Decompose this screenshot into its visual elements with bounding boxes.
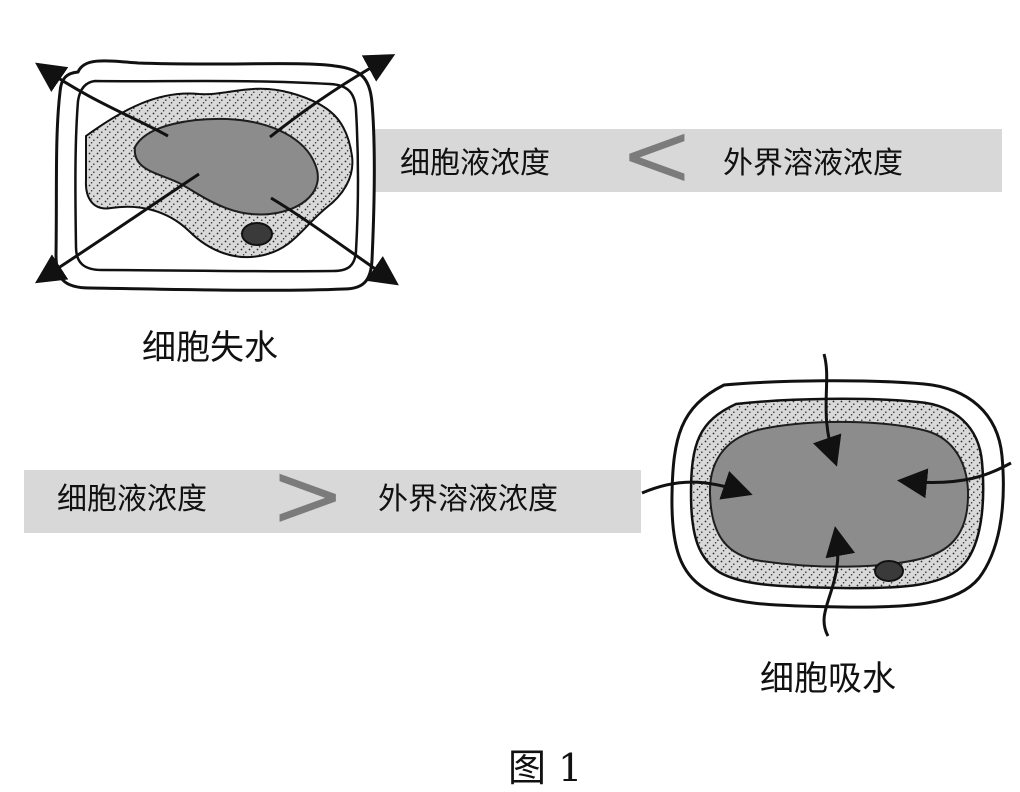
dehydrating-water-arrow-top-left [35,62,169,138]
top-comparison-symbol: < [620,103,694,206]
bottom-comparison-band: 细胞液浓度 > 外界溶液浓度 [24,443,641,548]
top-comparison-background [373,129,1002,192]
hydrating-water-arrow-top [812,353,842,467]
hydrating-cell-caption: 细胞吸水 [760,659,896,699]
top-right-concentration-label: 外界溶液浓度 [723,146,903,181]
dehydrating-cell-vacuole [133,117,319,216]
bottom-right-concentration-label: 外界溶液浓度 [378,482,558,517]
bottom-left-concentration-label: 细胞液浓度 [57,482,207,517]
dehydrating-cell-inner-wall [74,79,360,273]
dehydrating-cell-nucleus [241,222,273,246]
hydrating-cell-vacuole [708,420,970,568]
hydrating-water-arrow-left [641,471,753,500]
dehydrating-cell-caption: 细胞失水 [142,328,278,368]
bottom-comparison-background [24,470,641,533]
hydrating-water-arrow-bottom [822,526,856,637]
bottom-comparison-symbol: > [270,443,345,548]
figure-label: 图 1 [508,746,582,790]
dehydrating-water-arrow-bottom-right [270,196,399,286]
top-comparison-band: 细胞液浓度 < 外界溶液浓度 [373,103,1002,206]
dehydrating-water-arrow-top-right [269,54,396,139]
top-left-concentration-label: 细胞液浓度 [400,146,550,181]
dehydrating-cell [34,54,399,292]
hydrating-cell-nucleus [874,560,904,582]
hydrating-cell [641,353,1012,637]
hydrating-water-arrow-right [897,461,1012,499]
dehydrating-water-arrow-bottom-left [34,172,200,284]
